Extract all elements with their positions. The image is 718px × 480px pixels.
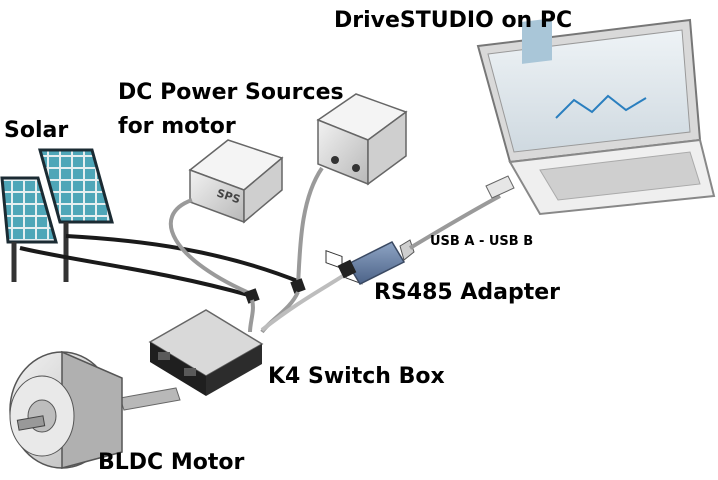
bldc-motor-illustration — [9, 350, 181, 469]
connector-left — [244, 288, 260, 304]
solar-cable-2 — [65, 234, 301, 284]
label-bldc-motor: BLDC Motor — [98, 450, 245, 475]
bench-power-supply-illustration — [316, 93, 408, 285]
bundle-cable — [248, 299, 255, 333]
solar-panel-front — [0, 176, 58, 244]
solar-cable-1 — [19, 246, 253, 298]
usb-cable — [408, 194, 501, 250]
label-k4-switch-box: K4 Switch Box — [268, 364, 445, 389]
solar-panel-rear — [38, 148, 114, 224]
label-drivestudio-pc: DriveSTUDIO on PC — [334, 8, 573, 33]
label-rs485-adapter: RS485 Adapter — [374, 280, 561, 305]
bench-cable — [296, 166, 324, 287]
label-usb-cable: USB A - USB B — [430, 234, 534, 249]
connector-right — [290, 278, 306, 294]
sps-power-supply-illustration: SPS — [188, 139, 284, 224]
label-for-motor: for motor — [118, 114, 236, 139]
laptop-illustration — [476, 18, 716, 216]
k4-switch-box-illustration — [148, 309, 264, 396]
rs485-cable — [260, 268, 354, 332]
solar-panels-illustration — [0, 148, 114, 282]
rs485-adapter-illustration — [337, 239, 415, 285]
usb-plug — [485, 175, 515, 199]
sps-cable — [168, 198, 257, 298]
label-dc-power-sources: DC Power Sources — [118, 80, 344, 105]
label-solar: Solar — [4, 118, 69, 143]
